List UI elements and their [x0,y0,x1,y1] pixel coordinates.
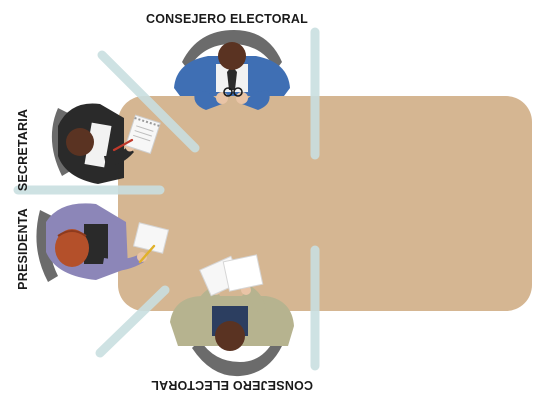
label-president: PRESIDENTA [16,208,30,290]
head [55,229,89,267]
glasses-icon [223,87,233,97]
president [36,203,170,282]
head [66,128,94,156]
top-council-member [174,30,290,110]
divider-lines [13,27,320,371]
documents-icon [199,254,264,297]
divider-lower-diagonal [95,285,170,358]
label-bottom-council: CONSEJERO ELECTORAL [151,378,313,392]
pencil-icon [138,244,156,264]
arm [104,146,134,166]
head [218,42,246,70]
right-arm [242,90,270,110]
divider-upper-diagonal [97,50,200,153]
left-arm [194,90,222,110]
document-icon [132,222,170,254]
meeting-table [118,96,532,311]
notepad-icon [125,114,161,155]
arm [102,254,144,271]
label-secretary: SECRETARIA [16,109,30,191]
bottom-council-member [170,254,294,377]
secretary [51,103,161,184]
label-top-council: CONSEJERO ELECTORAL [146,12,308,26]
chair [182,30,282,70]
pen-icon [112,138,134,152]
chair [192,340,282,377]
head [215,321,245,351]
